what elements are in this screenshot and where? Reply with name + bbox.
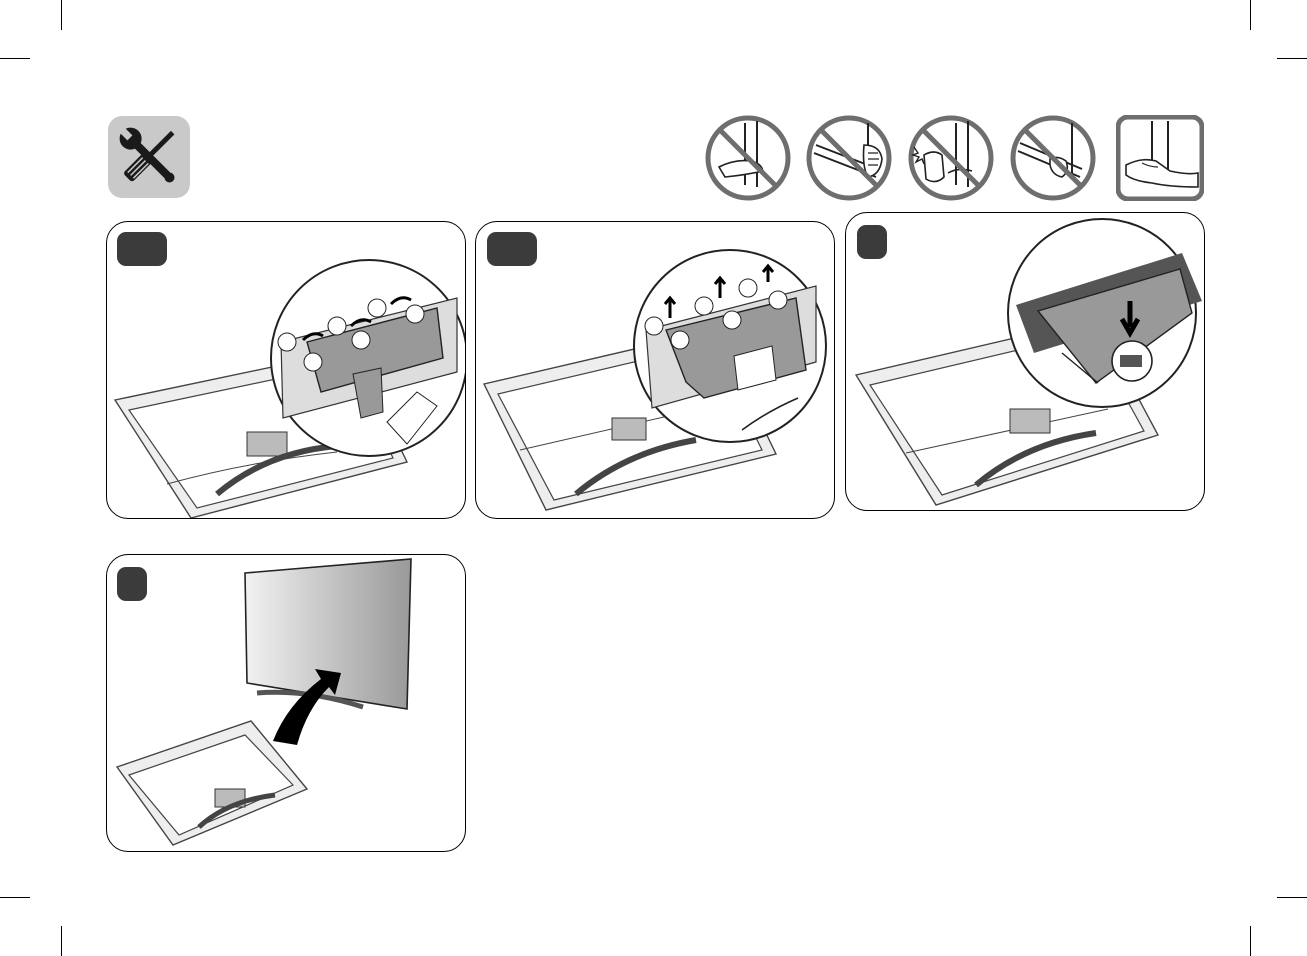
- hold-by-frame-ok-icon: [1116, 115, 1204, 201]
- no-press-screen-icon: [908, 115, 994, 201]
- crop-mark: [1277, 58, 1307, 59]
- stand-tv-upright-illustration: [107, 555, 465, 851]
- step-4-panel: [106, 554, 466, 852]
- crop-mark: [61, 926, 62, 956]
- crop-mark: [1277, 897, 1307, 898]
- screwdriver-wrench-icon: [107, 115, 191, 199]
- crop-mark: [1250, 926, 1251, 956]
- no-grip-panel-icon: [806, 115, 892, 201]
- lift-stand-cover-illustration: [476, 222, 834, 518]
- no-hold-by-screen-edge-icon: [705, 115, 791, 201]
- step-1-panel: [106, 221, 466, 519]
- remove-stand-cover-illustration: [107, 222, 465, 518]
- crop-mark: [0, 897, 30, 898]
- crop-mark: [1250, 0, 1251, 30]
- crop-mark: [0, 58, 30, 59]
- press-cover-into-slot-illustration: [846, 213, 1204, 510]
- step-2-panel: [475, 221, 835, 519]
- no-twist-panel-icon: [1010, 115, 1096, 201]
- step-3-panel: [845, 212, 1205, 511]
- crop-mark: [61, 0, 62, 30]
